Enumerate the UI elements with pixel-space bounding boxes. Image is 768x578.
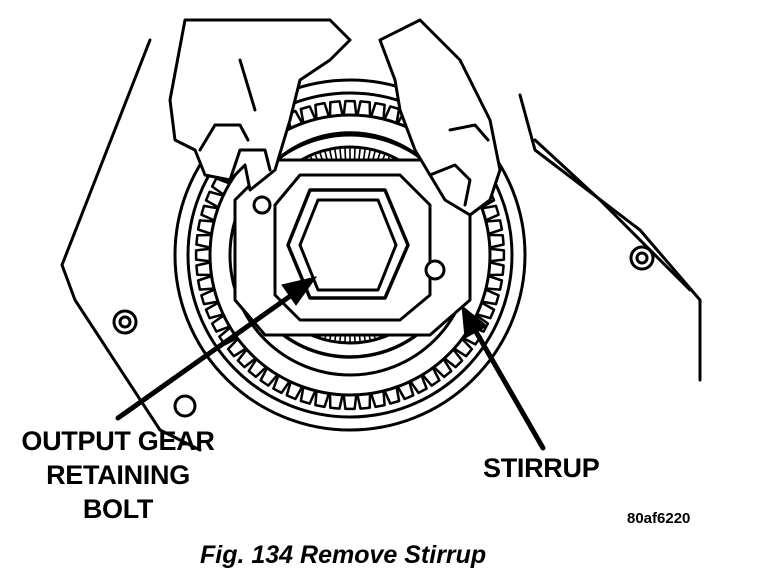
gear-tooth	[200, 288, 220, 306]
label-line-3: BOLT	[82, 494, 154, 524]
gear-tooth	[443, 348, 464, 369]
gear-tooth	[299, 385, 317, 405]
gear-tooth	[484, 219, 504, 236]
housing-bolt-hole-left	[112, 309, 138, 335]
gear-tooth	[421, 366, 441, 387]
gear-tooth	[314, 389, 331, 409]
stirrup-hole-left	[252, 195, 272, 215]
gear-tooth	[218, 326, 239, 346]
gear-tooth	[369, 101, 386, 121]
gear-tooth	[204, 190, 225, 209]
housing-inner-ring	[186, 91, 514, 419]
gear-tooth	[226, 337, 248, 358]
housing-left-edge	[60, 38, 202, 452]
gear-tooth	[342, 393, 358, 411]
output-gear-bolt-arrowhead	[281, 276, 318, 306]
gear-tooth	[272, 374, 291, 395]
gear-tooth	[409, 374, 428, 395]
gear-tooth	[396, 380, 415, 401]
gear-tooth	[236, 348, 257, 369]
stirrup-arrowhead	[461, 304, 488, 339]
gear-tooth	[194, 247, 212, 263]
gear-tooth	[369, 389, 386, 409]
gear-tooth	[196, 274, 216, 291]
gear-tooth	[285, 380, 304, 401]
figure-caption: Fig. 134 Remove Stirrup	[200, 541, 487, 569]
gear-tooth	[480, 204, 500, 222]
left-hand	[168, 18, 352, 192]
gear-tooth	[247, 357, 268, 379]
gear-tooth	[204, 301, 225, 320]
gear-tooth	[383, 105, 401, 125]
output-gear-body	[208, 113, 492, 397]
gear-tooth	[487, 261, 505, 277]
gear-tooth	[210, 314, 231, 333]
gear-tooth	[342, 99, 358, 117]
gear-tooth	[475, 301, 496, 320]
gear-tooth	[200, 204, 220, 222]
stirrup-label: STIRRUP	[483, 453, 600, 483]
gear-tooth	[314, 101, 331, 121]
output-gear-retaining-bolt-label: OUTPUT GEAR RETAINING BOLT	[18, 428, 218, 530]
gear-tooth	[328, 100, 344, 118]
gear-tooth	[195, 233, 213, 249]
stirrup-leader	[472, 327, 546, 451]
gear-tooth	[480, 288, 500, 306]
gear-tooth	[356, 100, 372, 118]
output-gear-bolt-leader	[115, 289, 299, 421]
gear-tooth	[488, 247, 506, 263]
gear-tooth	[299, 105, 317, 125]
housing-bolt-hole-bottom	[173, 394, 197, 418]
housing-right-edge	[518, 93, 702, 382]
gear-tooth	[484, 274, 504, 291]
stirrup-hole-right	[424, 259, 446, 281]
retaining-bolt-hex	[286, 188, 410, 300]
gear-tooth	[487, 233, 505, 249]
gear-tooth	[196, 219, 216, 236]
gear-tooth	[452, 337, 474, 358]
figure-code: 80af6220	[627, 510, 691, 527]
gear-tooth	[356, 392, 372, 410]
gear-tooth	[383, 385, 401, 405]
gear-tooth	[432, 357, 453, 379]
right-hand	[378, 18, 502, 217]
housing-bolt-hole-right	[629, 245, 655, 271]
gear-tooth	[210, 177, 231, 196]
gear-tooth	[195, 261, 213, 277]
label-line-1: OUTPUT GEAR	[21, 426, 215, 456]
gear-tooth	[328, 392, 344, 410]
housing-outer-ring	[173, 78, 527, 432]
gear-tooth	[259, 366, 279, 387]
label-line-2: RETAINING	[46, 460, 190, 490]
